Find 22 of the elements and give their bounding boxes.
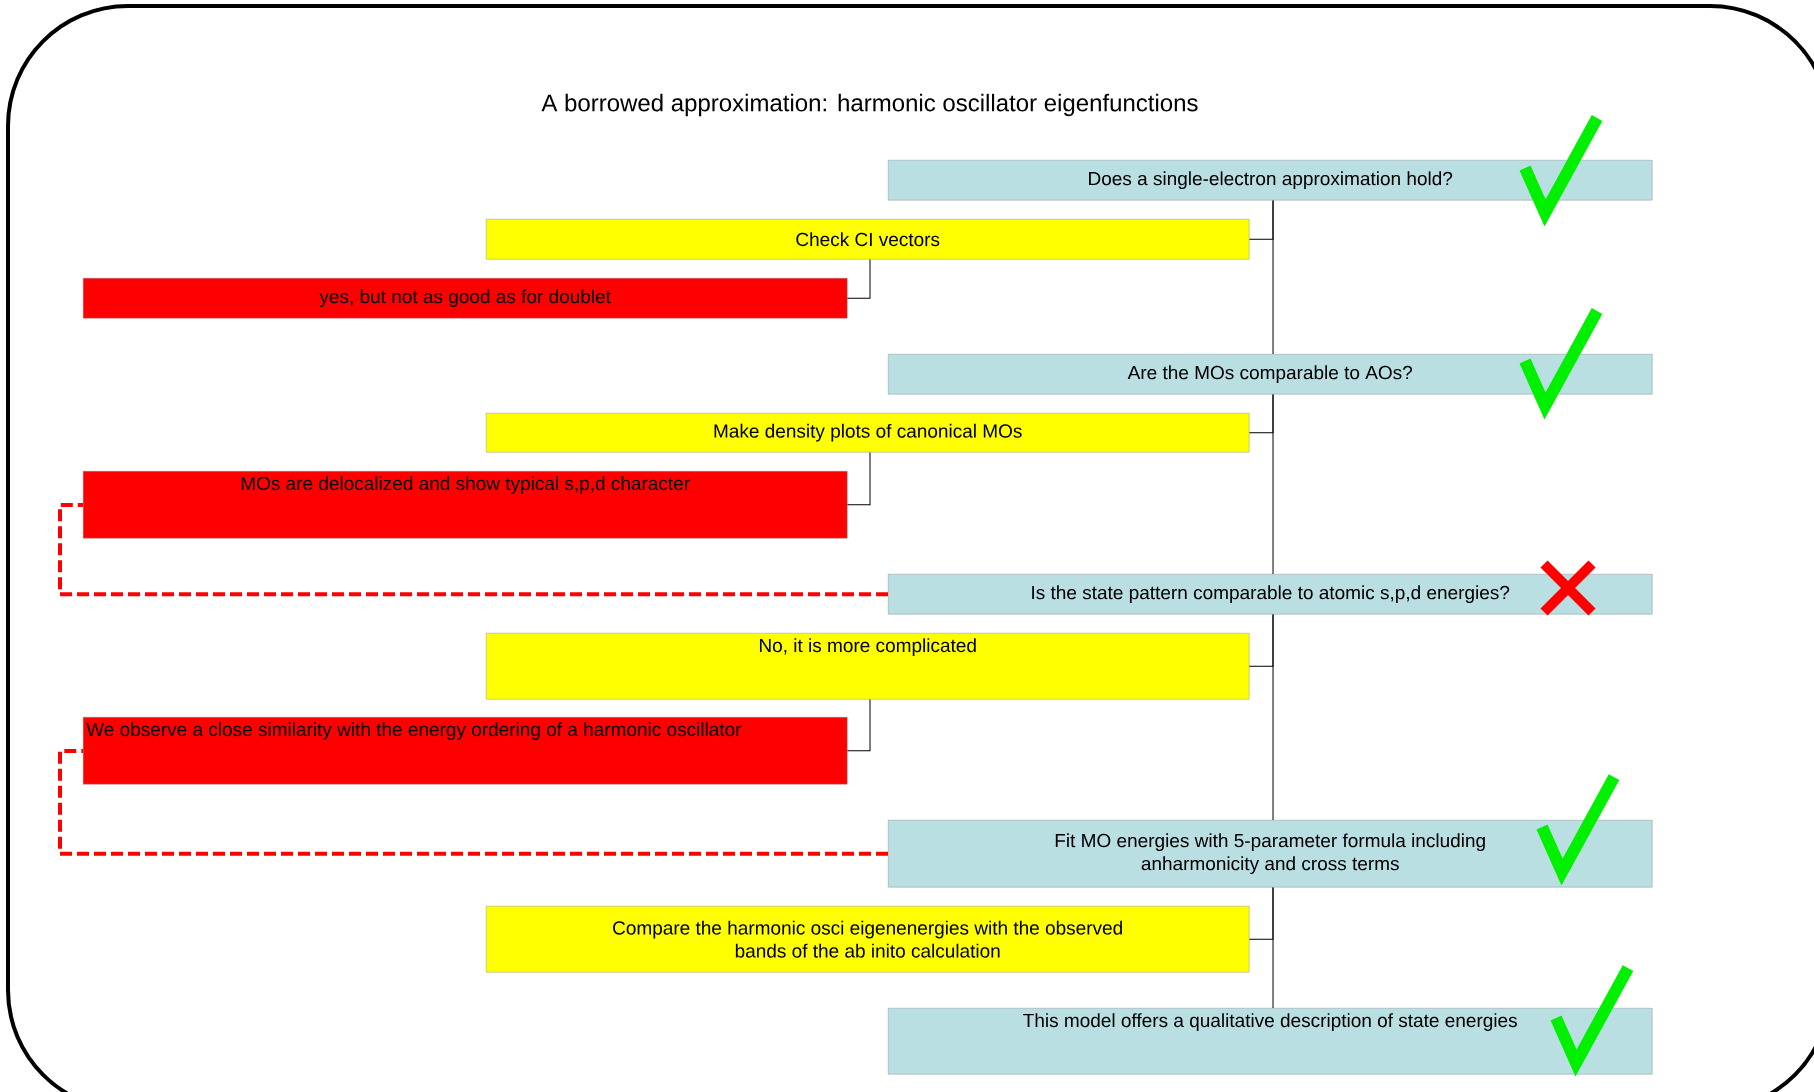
dashed-connector (58, 749, 888, 856)
connector-line (846, 258, 871, 299)
connector-line (846, 698, 871, 752)
action-box: Compare the harmonic osci eigenenergies with the observed bands of the ab inito calculation (486, 906, 1250, 973)
result-box: MOs are delocalized and show typical s,p,d character (83, 471, 848, 539)
connector-line (1248, 613, 1274, 667)
question-box: Are the MOs comparable to AOs? (888, 354, 1653, 395)
dashed-connector (58, 503, 888, 597)
action-box: No, it is more complicated (486, 633, 1250, 700)
action-box: Make density plots of canonical MOs (486, 413, 1250, 453)
result-box: We observe a close similarity with the energy ordering of a harmonic oscillator (83, 717, 848, 785)
connector-line (1248, 393, 1274, 434)
question-box: This model offers a qualitative description of state energies (888, 1008, 1653, 1075)
connector-line (846, 451, 871, 506)
question-box: Fit MO energies with 5-parameter formula including anharmonicity and cross terms (888, 820, 1653, 888)
connector-line (1248, 199, 1274, 240)
connector-line (1248, 886, 1274, 940)
action-box: Check CI vectors (486, 219, 1250, 260)
result-box: yes, but not as good as for doublet (83, 278, 848, 319)
title: A borrowed approximation: harmonic oscillator eigenfunctions (541, 93, 1198, 117)
question-box: Is the state pattern comparable to atomic s,p,d energies? (888, 574, 1653, 615)
question-box: Does a single-electron approximation hold? (888, 160, 1653, 201)
